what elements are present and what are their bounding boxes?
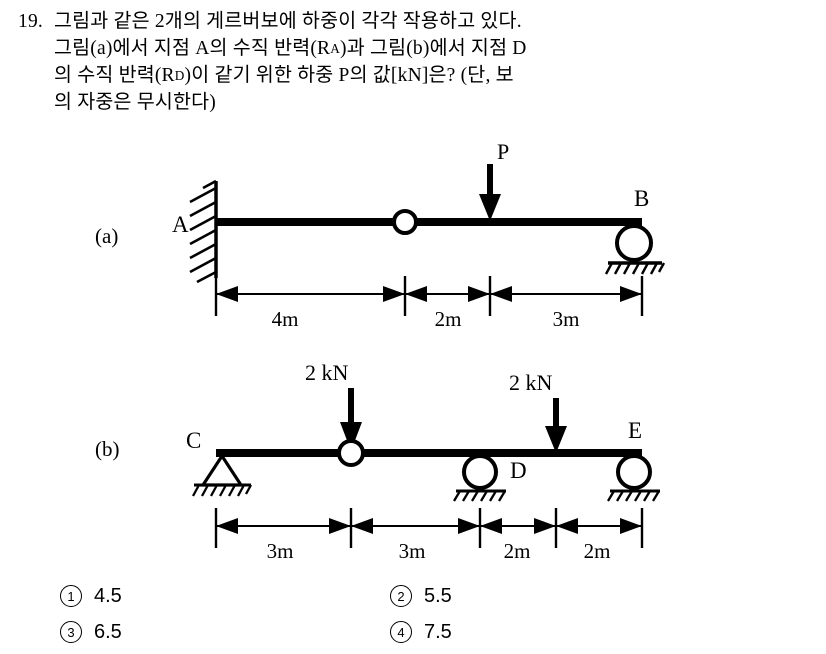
figure-a-svg: (a) P A <box>95 139 666 331</box>
load-label-left-2kn: 2 kN <box>305 360 349 385</box>
figure-b-label-D: D <box>510 458 527 483</box>
figure-a-label-A: A <box>172 212 189 237</box>
figure-b-label-C: C <box>186 428 201 453</box>
choice-3-value: 6.5 <box>94 620 122 643</box>
question-text-line-2a: 그림(a)에서 지점 A의 수직 반력(R <box>54 38 331 59</box>
roller-support-b <box>604 224 666 275</box>
dimension-label-a-2: 3m <box>553 307 580 331</box>
choice-4[interactable]: 4 7.5 <box>390 621 720 644</box>
figure-a-caption: (a) <box>95 224 118 248</box>
dimension-line-b <box>214 508 644 548</box>
hinge-b <box>337 439 365 467</box>
dimension-label-b-1: 3m <box>399 539 426 563</box>
question-number: 19. <box>18 11 43 32</box>
dimension-label-a-1: 2m <box>435 307 462 331</box>
choice-4-value: 7.5 <box>424 620 452 643</box>
question-line-1: 19. 그림과 같은 2개의 게르버보에 하중이 각각 작용하고 있다. <box>18 8 808 35</box>
question-text-line-3a: 의 수직 반력(R <box>54 65 175 86</box>
choice-1-number: 1 <box>60 585 82 607</box>
roller-support-d <box>453 454 506 502</box>
figure-b-svg: (b) 2 kN 2 kN C <box>95 360 660 563</box>
load-label-p: P <box>497 139 509 164</box>
load-arrow-right-2kn <box>545 398 567 453</box>
question-line-4: 의 자중은 무시한다) <box>54 89 808 116</box>
figure-a: (a) P A <box>0 126 826 346</box>
choice-3[interactable]: 3 6.5 <box>60 621 390 644</box>
dimension-label-b-0: 3m <box>267 539 294 563</box>
roller-support-e <box>607 454 660 502</box>
subscript-a: A <box>330 41 341 56</box>
subscript-d: D <box>174 68 185 83</box>
question-text-line-1: 그림과 같은 2개의 게르버보에 하중이 각각 작용하고 있다. <box>54 11 522 32</box>
choice-3-number: 3 <box>60 621 82 643</box>
fixed-support-a <box>189 179 218 284</box>
choice-1[interactable]: 1 4.5 <box>60 585 390 608</box>
dimension-label-a-0: 4m <box>272 307 299 331</box>
dimension-line-a <box>214 276 644 316</box>
dimension-label-b-3: 2m <box>584 539 611 563</box>
pin-support-c <box>191 453 253 497</box>
question-text-line-3b: )이 같기 위한 하중 P의 값[kN]은? (단, 보 <box>184 65 514 86</box>
choice-1-value: 4.5 <box>94 584 122 607</box>
answer-choices: 1 4.5 2 5.5 3 6.5 4 7.5 <box>60 578 800 650</box>
choice-2[interactable]: 2 5.5 <box>390 585 720 608</box>
load-label-right-2kn: 2 kN <box>509 370 553 395</box>
question-text-line-4: 의 자중은 무시한다) <box>54 92 216 113</box>
load-arrow-left-2kn <box>340 388 362 451</box>
figures-container: (a) P A <box>0 126 826 576</box>
figure-b-label-E: E <box>628 418 642 443</box>
load-arrow-p <box>479 164 501 221</box>
choice-2-number: 2 <box>390 585 412 607</box>
hinge-a <box>392 209 418 235</box>
dimension-label-b-2: 2m <box>504 539 531 563</box>
figure-a-label-B: B <box>634 186 649 211</box>
choice-2-value: 5.5 <box>424 584 452 607</box>
choice-4-number: 4 <box>390 621 412 643</box>
question-block: 19. 그림과 같은 2개의 게르버보에 하중이 각각 작용하고 있다. 그림(… <box>18 8 808 116</box>
figure-b: (b) 2 kN 2 kN C <box>0 348 826 573</box>
question-text-line-2b: )과 그림(b)에서 지점 D <box>340 38 527 59</box>
figure-b-caption: (b) <box>95 437 120 461</box>
